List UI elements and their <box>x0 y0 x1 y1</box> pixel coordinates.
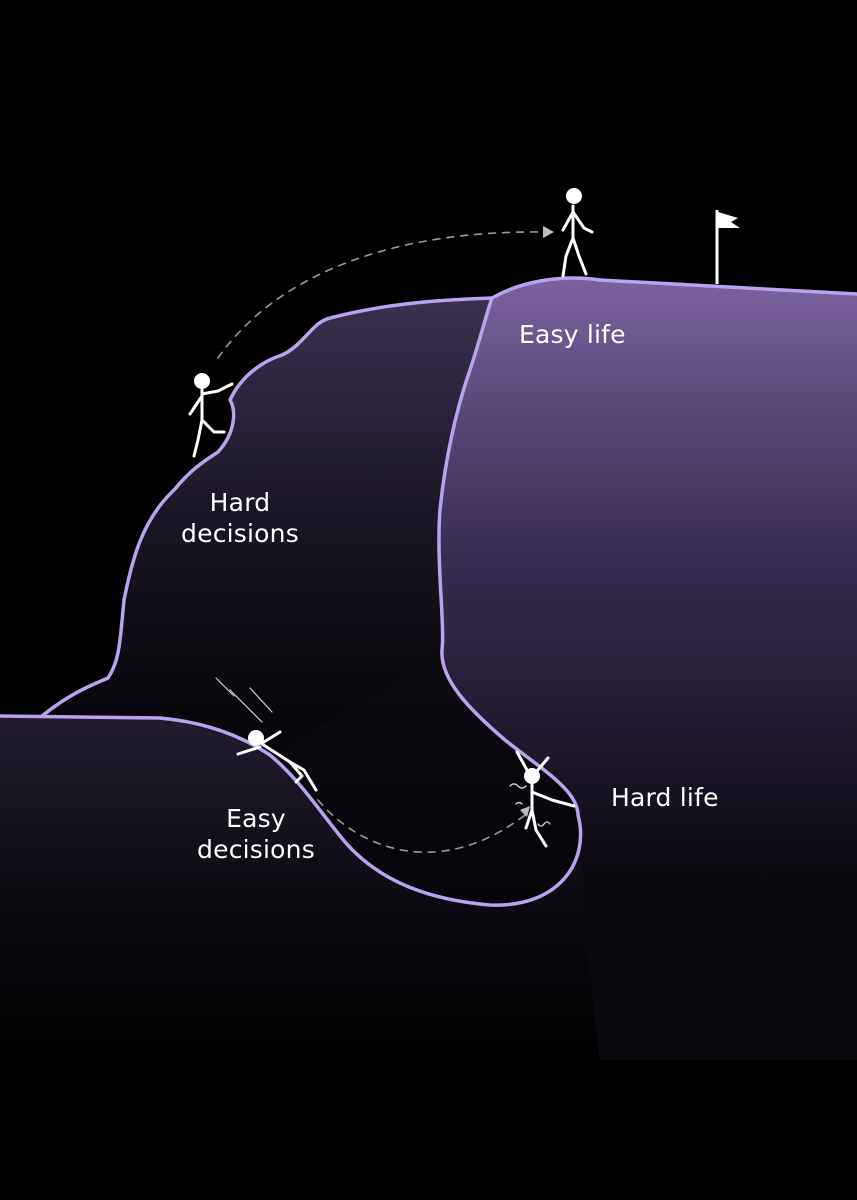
easy-decisions-line-2: decisions <box>197 835 315 864</box>
outline-cave <box>40 296 494 718</box>
hard-decisions-line-2: decisions <box>181 519 299 548</box>
outline-right-block <box>0 276 857 907</box>
hard-decisions-line-1: Hard <box>209 488 271 517</box>
easy-decisions-line-1: Easy <box>226 804 286 833</box>
pit-shape <box>270 650 581 906</box>
arrowhead-jump <box>543 226 554 238</box>
struggling-figure <box>515 750 576 848</box>
walking-figure <box>561 188 594 278</box>
dashed-arrow-fall <box>317 799 526 854</box>
easy-life-block <box>438 278 857 1060</box>
easy-life-label: Easy life <box>519 320 626 349</box>
hard-life-label: Hard life <box>611 783 719 812</box>
flag-icon <box>715 210 740 284</box>
sliding-figure <box>236 730 318 792</box>
climbing-figure <box>188 373 234 458</box>
motion-lines <box>215 677 273 723</box>
hard-decisions-label: Hard decisions <box>162 487 318 549</box>
arrowhead-fall <box>520 806 530 817</box>
easy-decisions-label: Easy decisions <box>178 803 334 865</box>
dashed-arrow-jump <box>217 231 546 359</box>
struggle-squiggles <box>509 783 551 827</box>
